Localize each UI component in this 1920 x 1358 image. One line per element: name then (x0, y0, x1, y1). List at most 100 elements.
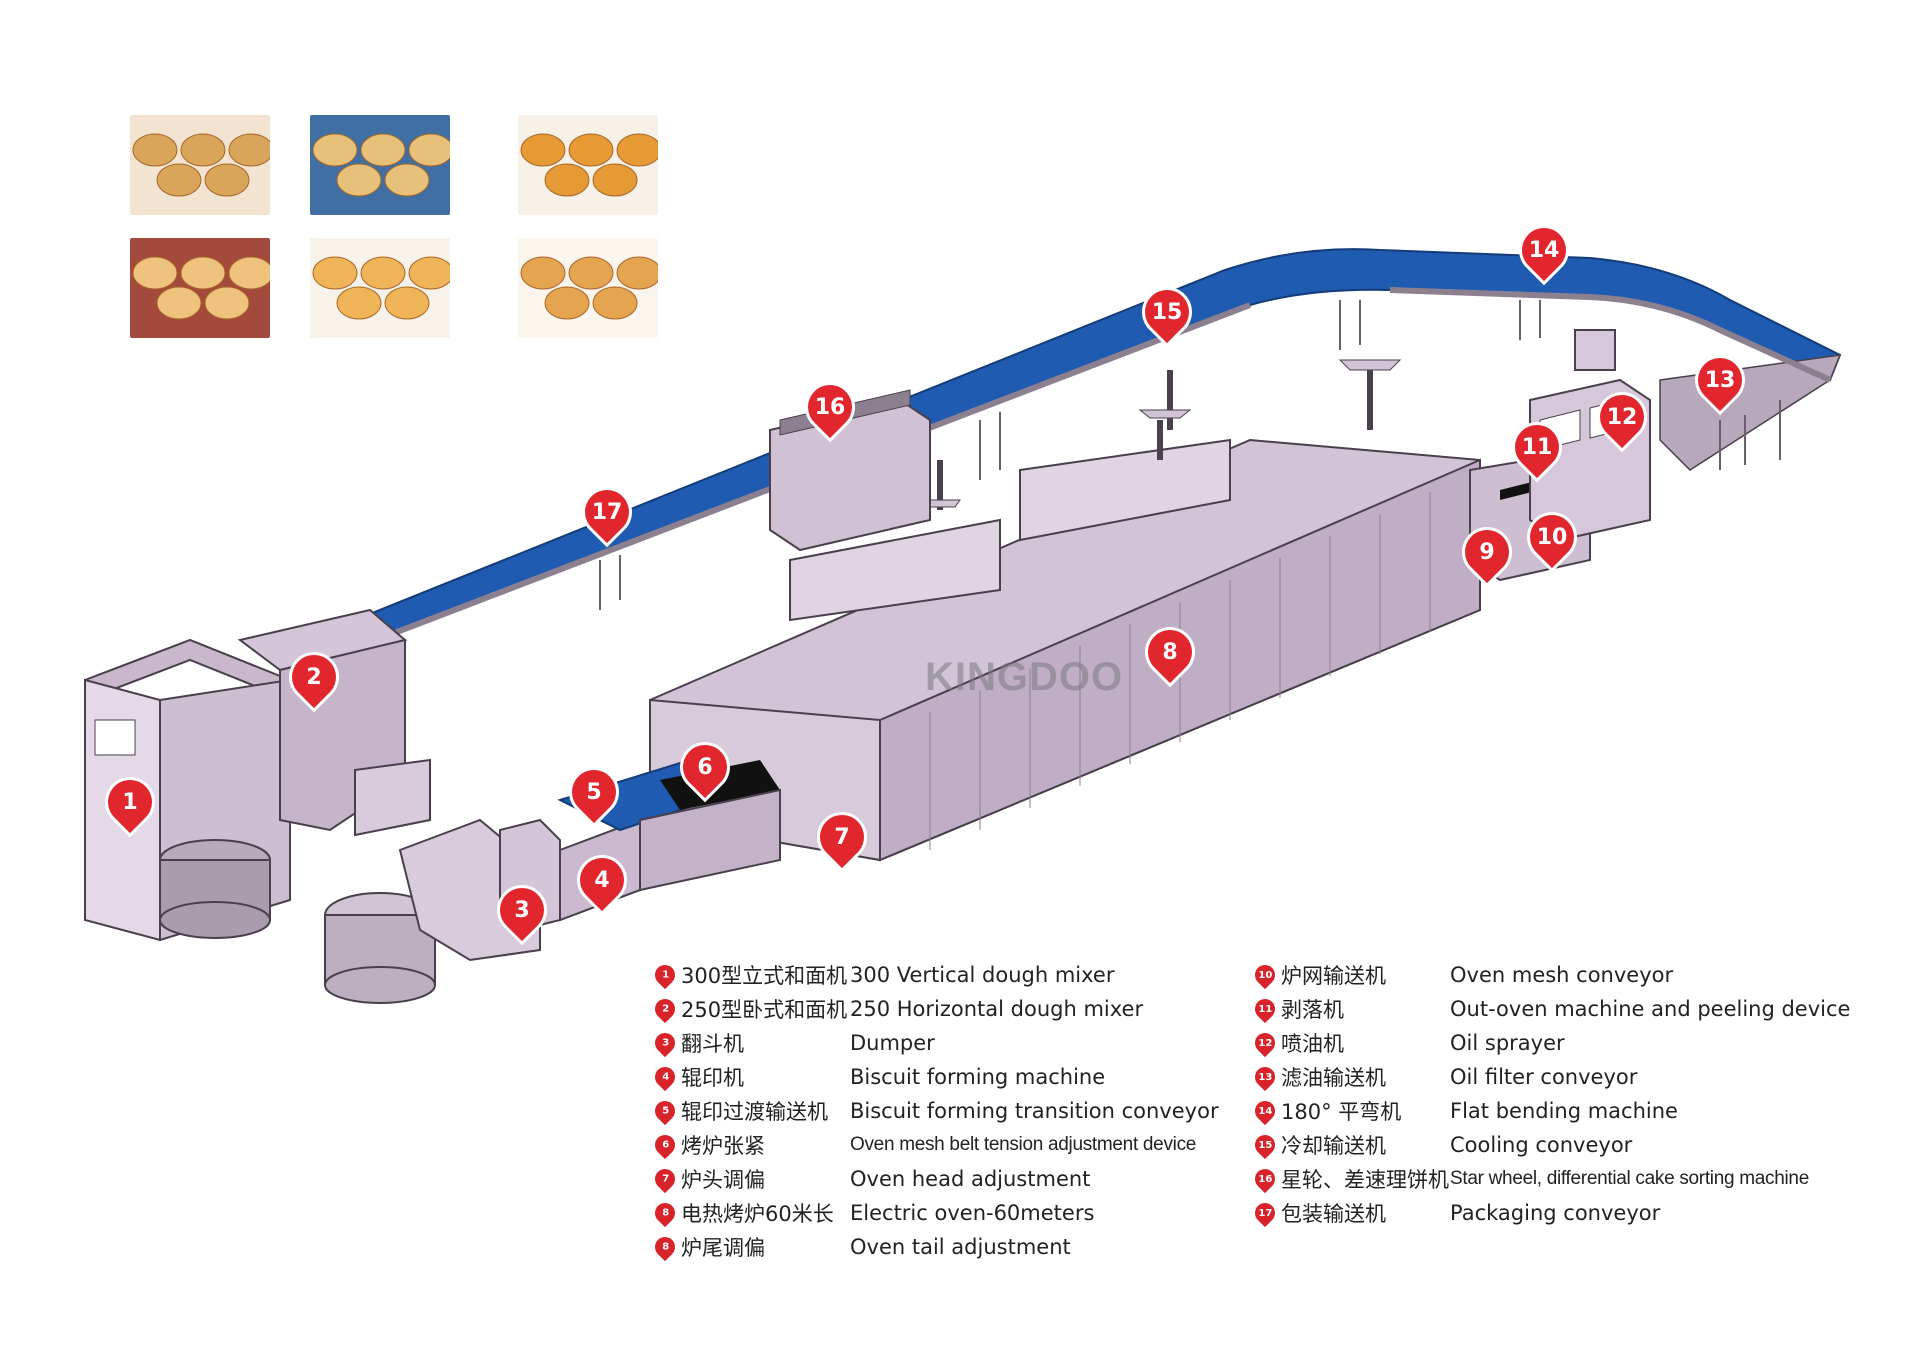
round-biscuits-photo (130, 238, 270, 338)
marker-12: 12 (1590, 385, 1654, 449)
marker-number: 12 (1606, 404, 1638, 430)
legend-badge: 1 (650, 960, 680, 990)
legend-cn-label: 星轮、差速理饼机 (1281, 1168, 1449, 1192)
marker-8: 8 (1138, 620, 1202, 684)
legend-badge: 10 (1250, 960, 1280, 990)
legend-badge: 11 (1250, 994, 1280, 1024)
marker-number: 4 (594, 867, 610, 893)
legend-badge: 8 (650, 1198, 680, 1228)
marker-15: 15 (1135, 280, 1199, 344)
marker-number: 17 (591, 499, 623, 525)
legend-badge: 14 (1250, 1096, 1280, 1126)
legend-cn-label: 喷油机 (1281, 1032, 1344, 1056)
legend-cn-label: 电热烤炉60米长 (681, 1202, 834, 1226)
legend-en-label: Star wheel, differential cake sorting ma… (1450, 1168, 1809, 1189)
legend-cn-label: 剥落机 (1281, 998, 1344, 1022)
legend-badge: 5 (650, 1096, 680, 1126)
legend-badge: 8 (650, 1232, 680, 1262)
marker-14: 14 (1512, 218, 1576, 282)
marker-number: 1 (122, 789, 138, 815)
legend-en-label: Electric oven-60meters (850, 1201, 1095, 1225)
legend-en-label: Oil sprayer (1450, 1031, 1565, 1055)
biscuit-stack-photo (130, 115, 270, 215)
marker-number: 3 (514, 897, 530, 923)
legend-cn-label: 250型卧式和面机 (681, 998, 848, 1022)
marker-1: 1 (98, 770, 162, 834)
legend-badge: 13 (1250, 1062, 1280, 1092)
legend-en-label: Oven mesh belt tension adjustment device (850, 1134, 1197, 1155)
legend-en-label: Dumper (850, 1031, 935, 1055)
legend-en-label: Biscuit forming transition conveyor (850, 1099, 1219, 1123)
vertical-dough-mixer (84, 638, 291, 942)
marker-4: 4 (570, 848, 634, 912)
legend-badge: 3 (650, 1028, 680, 1058)
legend-cn-label: 炉尾调偏 (681, 1236, 765, 1260)
legend-badge: 16 (1250, 1164, 1280, 1194)
marker-number: 13 (1704, 367, 1736, 393)
legend-en-label: 300 Vertical dough mixer (850, 963, 1115, 987)
legend-en-label: 250 Horizontal dough mixer (850, 997, 1144, 1021)
marker-number: 8 (1162, 639, 1178, 665)
legend-row: 5 辊印过渡输送机 Biscuit forming transition conv… (650, 1096, 1219, 1126)
marker-number: 9 (1479, 539, 1495, 565)
legend-en-label: Oven tail adjustment (850, 1235, 1071, 1259)
marker-10: 10 (1520, 505, 1584, 569)
legend-badge: 7 (650, 1164, 680, 1194)
star-wheel-sorting-machine (769, 389, 931, 552)
legend-en-label: Oven head adjustment (850, 1167, 1091, 1191)
legend-badge: 15 (1250, 1130, 1280, 1160)
legend-badge: 17 (1250, 1198, 1280, 1228)
legend-cn-label: 翻斗机 (681, 1032, 744, 1056)
marker-2: 2 (282, 645, 346, 709)
sandwich-biscuits-photo (518, 238, 658, 338)
legend-en-label: Oil filter conveyor (1450, 1065, 1638, 1089)
conveyor-legs (599, 300, 1781, 610)
legend-cn-label: 辊印过渡输送机 (681, 1100, 828, 1124)
legend-en-label: Oven mesh conveyor (1450, 963, 1674, 987)
legend-badge: 2 (650, 994, 680, 1024)
marker-11: 11 (1505, 415, 1569, 479)
marker-number: 14 (1528, 237, 1560, 263)
marker-6: 6 (673, 735, 737, 799)
marker-number: 16 (814, 394, 846, 420)
marker-number: 5 (586, 779, 602, 805)
legend-cn-label: 180° 平弯机 (1281, 1100, 1402, 1124)
legend-en-label: Cooling conveyor (1450, 1133, 1633, 1157)
legend-en-label: Flat bending machine (1450, 1099, 1678, 1123)
legend-cn-label: 冷却输送机 (1281, 1134, 1386, 1158)
legend-en-label: Out-oven machine and peeling device (1450, 997, 1851, 1021)
kingdoo-watermark: KINGDOO (925, 655, 1124, 699)
marker-17: 17 (575, 480, 639, 544)
marker-13: 13 (1688, 348, 1752, 412)
legend-cn-label: 炉网输送机 (1281, 964, 1386, 988)
marker-number: 15 (1151, 299, 1183, 325)
marker-number: 2 (306, 664, 322, 690)
marker-16: 16 (798, 375, 862, 439)
animal-cookies-blue-photo (310, 115, 450, 215)
bear-cookies-photo (310, 238, 450, 338)
legend-cn-label: 300型立式和面机 (681, 964, 848, 988)
legend-cn-label: 辊印机 (681, 1066, 744, 1090)
marker-3: 3 (490, 878, 554, 942)
marker-number: 7 (834, 824, 850, 850)
marker-7: 7 (810, 805, 874, 869)
legend-cn-label: 烤炉张紧 (681, 1134, 765, 1158)
legend-en-label: Biscuit forming machine (850, 1065, 1106, 1089)
legend-cn-label: 滤油输送机 (1281, 1066, 1386, 1090)
legend-cn-label: 包装输送机 (1281, 1202, 1386, 1226)
